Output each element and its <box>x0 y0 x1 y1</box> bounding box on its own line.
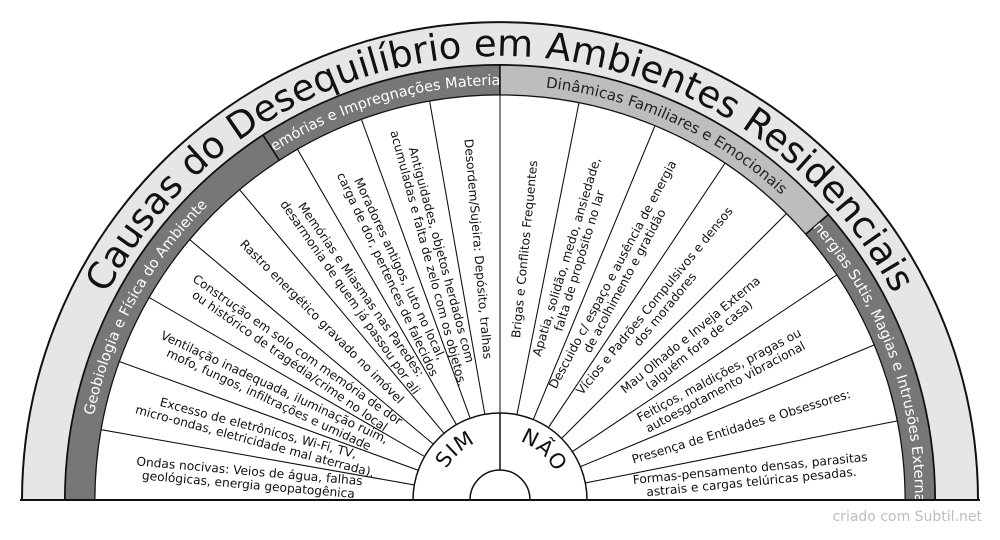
answer-sectors: Ondas nocivas: Veios de água, falhasgeol… <box>94 94 906 501</box>
answer-sector-10: Brigas e Conflitos Frequentes <box>499 94 580 416</box>
credit-text: criado com Subtil.net <box>832 509 982 525</box>
answer-sector-1: Ondas nocivas: Veios de água, falhasgeol… <box>94 429 415 501</box>
center-hub: SIM NÃO <box>412 412 588 501</box>
center-inner-circle <box>469 469 531 501</box>
